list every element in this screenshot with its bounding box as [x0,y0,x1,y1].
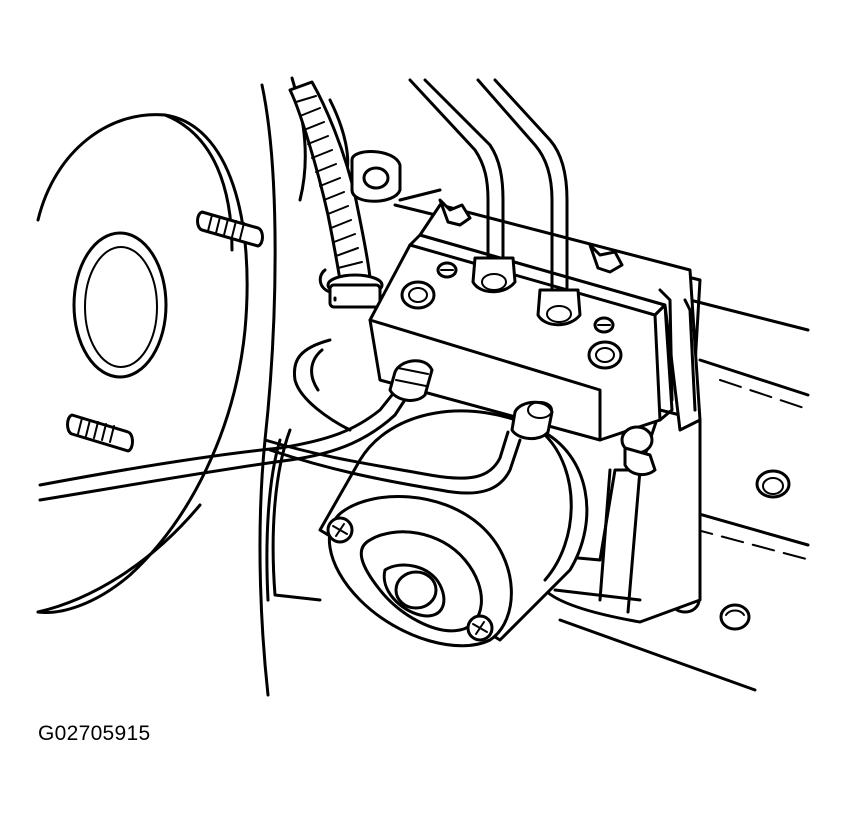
wire-clip-right [588,243,624,274]
brake-line-upper-left [408,78,517,294]
wheel-stud-lower [66,413,134,453]
motor-screw-bottom [466,614,494,642]
frame-hole-upper [755,469,791,499]
motor-screw-top [326,516,354,544]
port-open-left [400,280,436,310]
mounting-grommet [350,150,402,203]
wheel-stud-upper [196,210,264,248]
port-open-right [587,340,623,370]
brake-line-lower-left [38,359,434,502]
frame-hole-lower-right [719,603,751,631]
wiring-harness-conduit [288,80,384,309]
valve-bolt-small-right [593,316,615,334]
valve-bolt-small-left [436,261,458,279]
brake-line-lower-right [263,400,554,495]
brake-line-upper-right [476,78,582,327]
figure-id-label: G02705915 [38,722,151,745]
mounting-bracket [265,338,702,624]
bracket-bolt [620,425,657,477]
abs-valve-body [368,203,702,442]
wire-clip-left [438,198,472,227]
brake-rotor [36,113,249,614]
pump-motor [318,409,589,648]
